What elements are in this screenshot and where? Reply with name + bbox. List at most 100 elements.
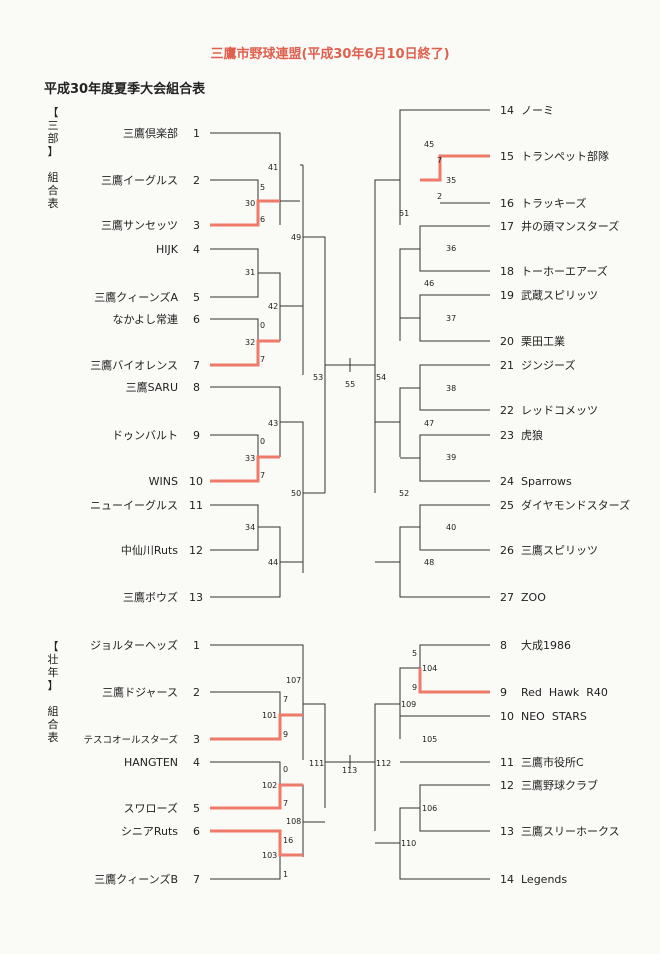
score: 5 (260, 183, 265, 192)
team-name: ノーミ (521, 104, 554, 117)
match-number: 51 (399, 209, 409, 218)
team-name: 虎狼 (521, 428, 543, 442)
match-number: 41 (268, 163, 278, 172)
line-d1-m49-out (300, 164, 326, 493)
team-name: 中仙川Ruts (121, 544, 178, 557)
team-number: 18 (500, 265, 514, 278)
match-number: 33 (245, 454, 255, 463)
match-number: 45 (424, 140, 434, 149)
team-number: 27 (500, 591, 514, 604)
team-name: トーホーエアーズ (521, 264, 608, 278)
match-number: 111 (309, 759, 324, 768)
score: 2 (437, 192, 442, 201)
team-number: 2 (193, 686, 200, 699)
team-number: 1 (193, 639, 200, 652)
score: 16 (283, 836, 293, 845)
match-number: 32 (245, 338, 255, 347)
match-number: 49 (291, 233, 301, 242)
team-name: 大成1986 (521, 638, 571, 652)
team-number: 4 (193, 756, 200, 769)
team-number: 6 (193, 825, 200, 838)
team-number: 3 (193, 219, 200, 232)
division1-scores: 5 6 0 7 0 7 7 2 (260, 156, 442, 480)
match-number: 48 (424, 558, 434, 567)
score: 7 (283, 799, 288, 808)
winner-line-d2-5 (210, 783, 303, 810)
team-name: 三鷹ボウズ (123, 590, 178, 604)
team-name: 三鷹サンセッツ (101, 218, 178, 232)
winner-line-d2-3 (210, 713, 303, 741)
team-name: 三鷹ドジャース (102, 685, 178, 699)
match-number: 102 (262, 781, 277, 790)
team-name: NEO STARS (521, 710, 587, 723)
team-number: 11 (500, 756, 514, 769)
team-name: Sparrows (521, 475, 572, 488)
division1-label: 【三部】 組合表 (47, 106, 59, 210)
team-name: ドゥンバルト (112, 429, 178, 442)
match-number: 53 (313, 373, 323, 382)
team-name: テスコオールスターズ (83, 734, 178, 746)
team-number: 24 (500, 475, 514, 488)
team-number: 9 (500, 686, 507, 699)
team-number: 26 (500, 544, 514, 557)
score: 7 (437, 156, 442, 165)
match-number: 50 (291, 489, 301, 498)
match-number: 101 (262, 711, 277, 720)
winner-line-d2-6 (210, 829, 303, 857)
team-number: 2 (193, 174, 200, 187)
team-number: 9 (193, 429, 200, 442)
team-name: 三鷹市役所C (521, 755, 584, 769)
line-d1-m43 (210, 386, 281, 457)
match-number: 35 (446, 176, 456, 185)
line-d2-m105 (400, 715, 490, 763)
line-d1-m55 (349, 358, 375, 372)
team-number: 1 (193, 127, 200, 140)
winner-line-3 (210, 199, 280, 227)
match-number: 42 (268, 302, 278, 311)
team-name: HIJK (156, 243, 179, 256)
line-d1-m42 (258, 272, 281, 341)
team-number: 23 (500, 429, 514, 442)
team-name: ニューイーグルス (90, 498, 178, 512)
team-number: 10 (500, 710, 514, 723)
team-name: 三鷹SARU (126, 380, 178, 394)
team-number: 5 (193, 802, 200, 815)
team-number: 8 (193, 381, 200, 394)
team-number: 6 (193, 313, 200, 326)
team-number: 17 (500, 220, 514, 233)
match-number: 113 (342, 766, 357, 775)
team-name: ZOO (521, 591, 546, 604)
team-number: 3 (193, 733, 200, 746)
score: 1 (283, 870, 288, 879)
division2-match-numbers: 101 102 103 104 105 106 107 108 109 110 … (262, 664, 437, 860)
match-number: 37 (446, 314, 456, 323)
score: 6 (260, 215, 265, 224)
match-number: 55 (345, 380, 355, 389)
line-d1-m46 (399, 248, 420, 341)
score: 0 (260, 321, 265, 330)
team-name: 三鷹クィーンズB (94, 872, 178, 886)
team-name: トラッキーズ (521, 196, 586, 210)
score: 9 (412, 683, 417, 692)
score: 5 (412, 649, 417, 658)
match-number: 103 (262, 851, 277, 860)
team-name: 井の頭マンスターズ (521, 219, 619, 233)
score: 7 (260, 355, 265, 364)
line-d2-m109 (399, 667, 420, 739)
team-number: 10 (189, 475, 203, 488)
team-number: 19 (500, 289, 514, 302)
team-name: ジンジーズ (521, 358, 575, 372)
match-number: 112 (376, 759, 391, 768)
team-number: 13 (189, 591, 203, 604)
match-number: 31 (245, 268, 255, 277)
team-number: 7 (193, 873, 200, 886)
team-number: 15 (500, 150, 514, 163)
line-d1-m47 (399, 387, 420, 457)
score: 9 (283, 730, 288, 739)
team-number: 14 (500, 104, 514, 117)
line-d1-m48 (399, 526, 490, 598)
team-number: 20 (500, 335, 514, 348)
